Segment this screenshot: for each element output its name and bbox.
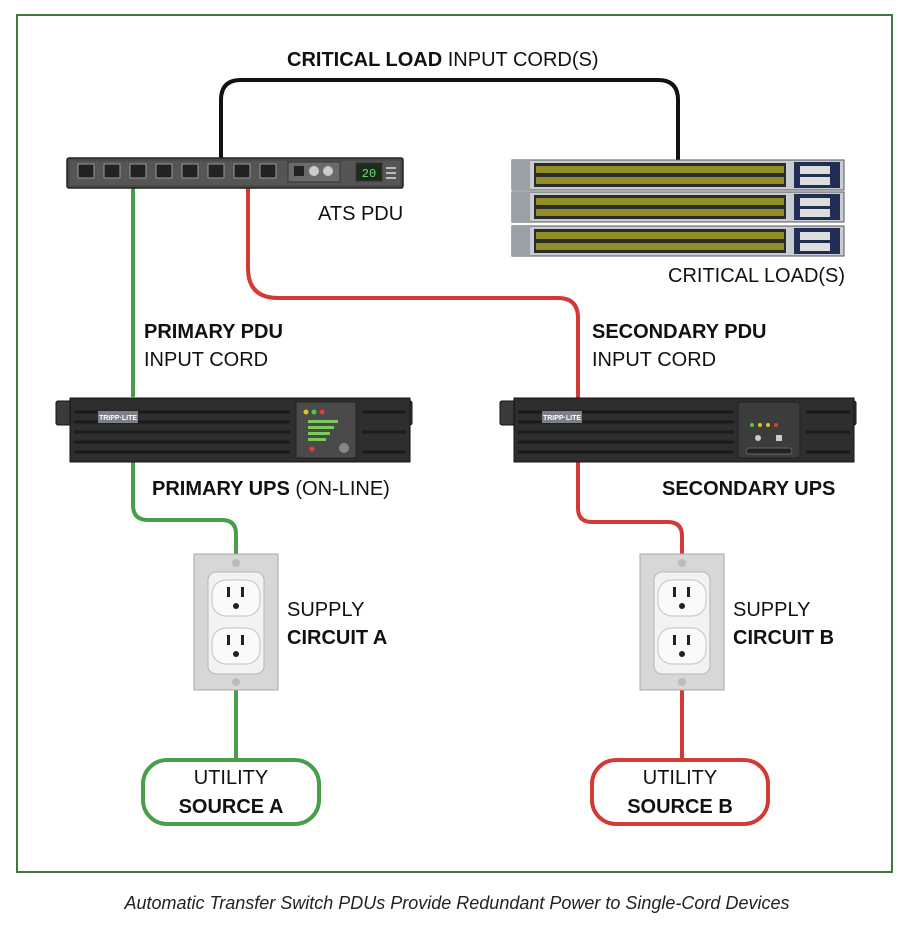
utility-b-label: UTILITY — [642, 767, 718, 789]
utility-a-label: UTILITY — [193, 767, 269, 789]
wall-outlet-icon — [193, 553, 279, 691]
circuit-b-label: CIRCUIT B — [733, 627, 835, 649]
diagram-frame — [16, 14, 893, 873]
primary-ups-brand: TRIPP·LITE — [99, 415, 137, 422]
circuit-a-label: CIRCUIT A — [287, 627, 388, 649]
ats-pdu-icon: 20 — [66, 157, 404, 189]
primary-ups-label: PRIMARY UPS (ON-LINE) — [152, 478, 390, 500]
source-a-label: SOURCE A — [178, 796, 284, 818]
supply-a-label: SUPPLY — [287, 599, 365, 621]
supply-b-label: SUPPLY — [733, 599, 811, 621]
critical-loads-label: CRITICAL LOAD(S) — [668, 265, 846, 287]
secondary-pdu-label: SECONDARY PDU — [592, 321, 767, 343]
secondary-ups-label: SECONDARY UPS — [662, 478, 836, 500]
ats-pdu-label: ATS PDU — [318, 203, 404, 225]
primary-pdu-label: PRIMARY PDU — [144, 321, 283, 343]
ats-display-readout: 20 — [362, 167, 376, 181]
primary-ups-to-outlet-cord — [131, 460, 238, 555]
secondary-pdu-cord — [246, 186, 580, 400]
utility-source-b: UTILITY SOURCE B — [590, 758, 770, 826]
figure-caption: Automatic Transfer Switch PDUs Provide R… — [124, 893, 790, 913]
secondary-ups-brand: TRIPP·LITE — [543, 415, 581, 422]
secondary-ups-to-outlet-cord — [576, 460, 684, 555]
secondary-pdu-sublabel: INPUT CORD — [592, 349, 717, 371]
critical-load-cord — [219, 78, 680, 162]
wall-outlet-icon — [639, 553, 725, 691]
network-switch-icon — [511, 159, 845, 257]
primary-ups-icon: TRIPP·LITE — [55, 397, 413, 463]
source-b-label: SOURCE B — [627, 796, 733, 818]
utility-source-a: UTILITY SOURCE A — [141, 758, 321, 826]
secondary-ups-icon: TRIPP·LITE — [499, 397, 857, 463]
primary-pdu-sublabel: INPUT CORD — [144, 349, 269, 371]
critical-load-cord-label: CRITICAL LOAD INPUT CORD(S) — [287, 49, 599, 71]
